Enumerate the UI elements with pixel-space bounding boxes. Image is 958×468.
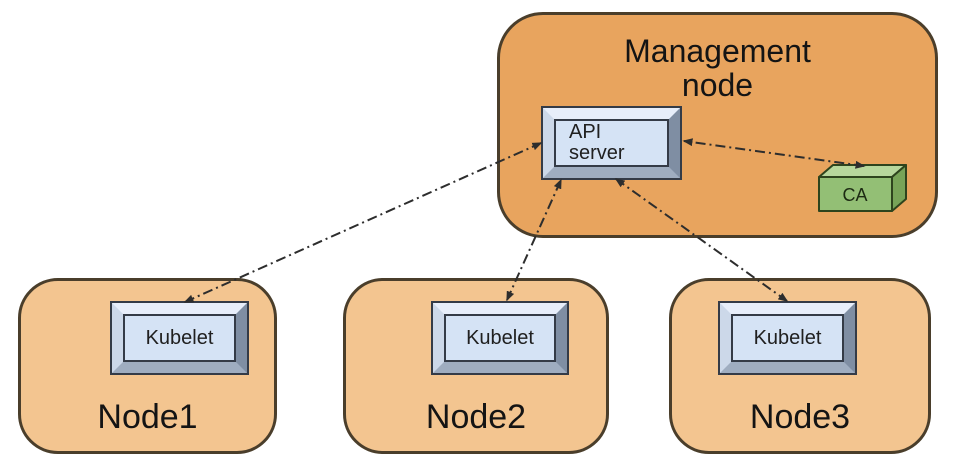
management-node-container: Management node API server xyxy=(497,12,938,238)
kubelet-box-node1: Kubelet xyxy=(112,303,247,373)
api-server-box: API server xyxy=(543,108,680,178)
node1-label: Node1 xyxy=(97,398,198,436)
management-node-label: Management node xyxy=(624,33,811,103)
kubelet-box-node2: Kubelet xyxy=(433,303,567,373)
api-server-label: API server xyxy=(554,119,669,167)
kubelet-box-node3: Kubelet xyxy=(720,303,855,373)
kubelet-label-node3: Kubelet xyxy=(731,314,844,362)
kubelet-label-node2: Kubelet xyxy=(444,314,556,362)
node3-label: Node3 xyxy=(749,398,851,436)
node2-label: Node2 xyxy=(425,398,527,436)
kubelet-label-node1: Kubelet xyxy=(123,314,236,362)
